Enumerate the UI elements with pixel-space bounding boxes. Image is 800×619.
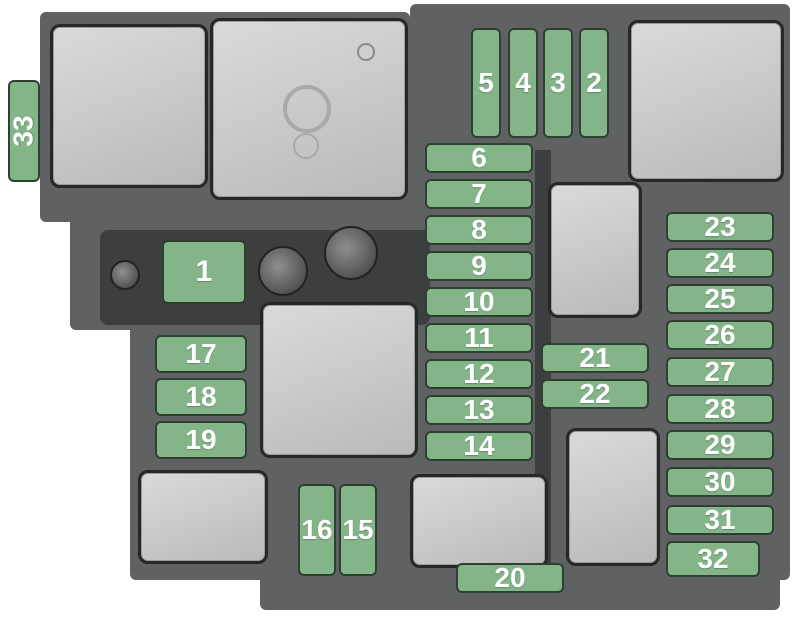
fuse-label: 12	[463, 358, 495, 389]
relay-bottom-center	[410, 474, 548, 568]
fuse-3: 3	[543, 28, 573, 138]
fuse-33: 33	[8, 80, 40, 182]
fuse-label: 28	[704, 393, 736, 424]
fuse-label: 17	[185, 338, 217, 369]
fuse-22: 22	[541, 378, 649, 409]
fuse-31: 31	[666, 504, 774, 535]
fuse-label: 1	[195, 255, 213, 288]
fuse-label: 2	[586, 67, 602, 98]
terminal-bolt-left	[110, 260, 140, 290]
fuse-label: 26	[704, 319, 736, 350]
relay-marker-ring	[283, 85, 331, 133]
fuse-24: 24	[666, 247, 774, 278]
fuse-label: 15	[342, 514, 374, 545]
fuse-label: 21	[579, 342, 611, 373]
fuse-label: 32	[697, 543, 729, 574]
fuse-5: 5	[471, 28, 501, 138]
fuse-9: 9	[425, 250, 533, 281]
fuse-label: 10	[463, 286, 495, 317]
fuse-label: 18	[185, 381, 217, 412]
fuse-10: 10	[425, 286, 533, 317]
relay-top-left	[50, 24, 208, 188]
fuse-label: 24	[704, 247, 736, 278]
fuse-6: 6	[425, 142, 533, 173]
fuse-14: 14	[425, 430, 533, 461]
fuse-16: 16	[298, 484, 336, 576]
fuse-label: 8	[471, 214, 487, 245]
relay-bottom-right	[566, 428, 660, 566]
relay-marker-dot	[357, 43, 375, 61]
fuse-20: 20	[456, 562, 564, 593]
fuse-26: 26	[666, 319, 774, 350]
fuse-label: 19	[185, 424, 217, 455]
fuse-21: 21	[541, 342, 649, 373]
fuse-label: 16	[301, 514, 333, 545]
fuse-4: 4	[508, 28, 538, 138]
fuse-23: 23	[666, 211, 774, 242]
fuse-label: 13	[463, 394, 495, 425]
fuse-label: 3	[550, 67, 566, 98]
fuse-18: 18	[155, 378, 247, 416]
fuse-label: 25	[704, 283, 736, 314]
fuse-label: 29	[704, 429, 736, 460]
fuse-label: 27	[704, 356, 736, 387]
fuse-label: 6	[471, 142, 487, 173]
fuse-label: 31	[704, 504, 736, 535]
fuse-28: 28	[666, 393, 774, 424]
fuse-label: 7	[471, 178, 487, 209]
fuse-19: 19	[155, 421, 247, 459]
fuse-2: 2	[579, 28, 609, 138]
relay-top-large	[210, 18, 408, 200]
fuse-label: 30	[704, 466, 736, 497]
fuse-label: 11	[464, 322, 494, 353]
relay-top-right	[628, 20, 784, 182]
fuse-1: 1	[162, 240, 246, 304]
relay-center-right	[548, 182, 642, 318]
fuse-label: 4	[515, 67, 531, 98]
fuse-12: 12	[425, 358, 533, 389]
fuse-25: 25	[666, 283, 774, 314]
fuse-label: 20	[494, 562, 526, 593]
fuse-32: 32	[666, 541, 760, 577]
fuse-7: 7	[425, 178, 533, 209]
fuse-label: 5	[478, 67, 494, 98]
fuse-8: 8	[425, 214, 533, 245]
fuse-11: 11	[425, 322, 533, 353]
fuse-17: 17	[155, 335, 247, 373]
fuse-label: 22	[579, 378, 611, 409]
fuse-label: 23	[704, 211, 736, 242]
fuse-30: 30	[666, 466, 774, 497]
relay-center	[260, 302, 418, 458]
fuse-27: 27	[666, 356, 774, 387]
fuse-13: 13	[425, 394, 533, 425]
fuse-label: 33	[8, 115, 39, 147]
terminal-bolt-middle	[258, 246, 308, 296]
fuse-label: 14	[463, 430, 495, 461]
fuse-29: 29	[666, 429, 774, 460]
relay-marker-ring-small	[293, 133, 319, 159]
fuse-label: 9	[471, 250, 487, 281]
terminal-bolt-right	[324, 226, 378, 280]
fuse-15: 15	[339, 484, 377, 576]
relay-bottom-left	[138, 470, 268, 564]
